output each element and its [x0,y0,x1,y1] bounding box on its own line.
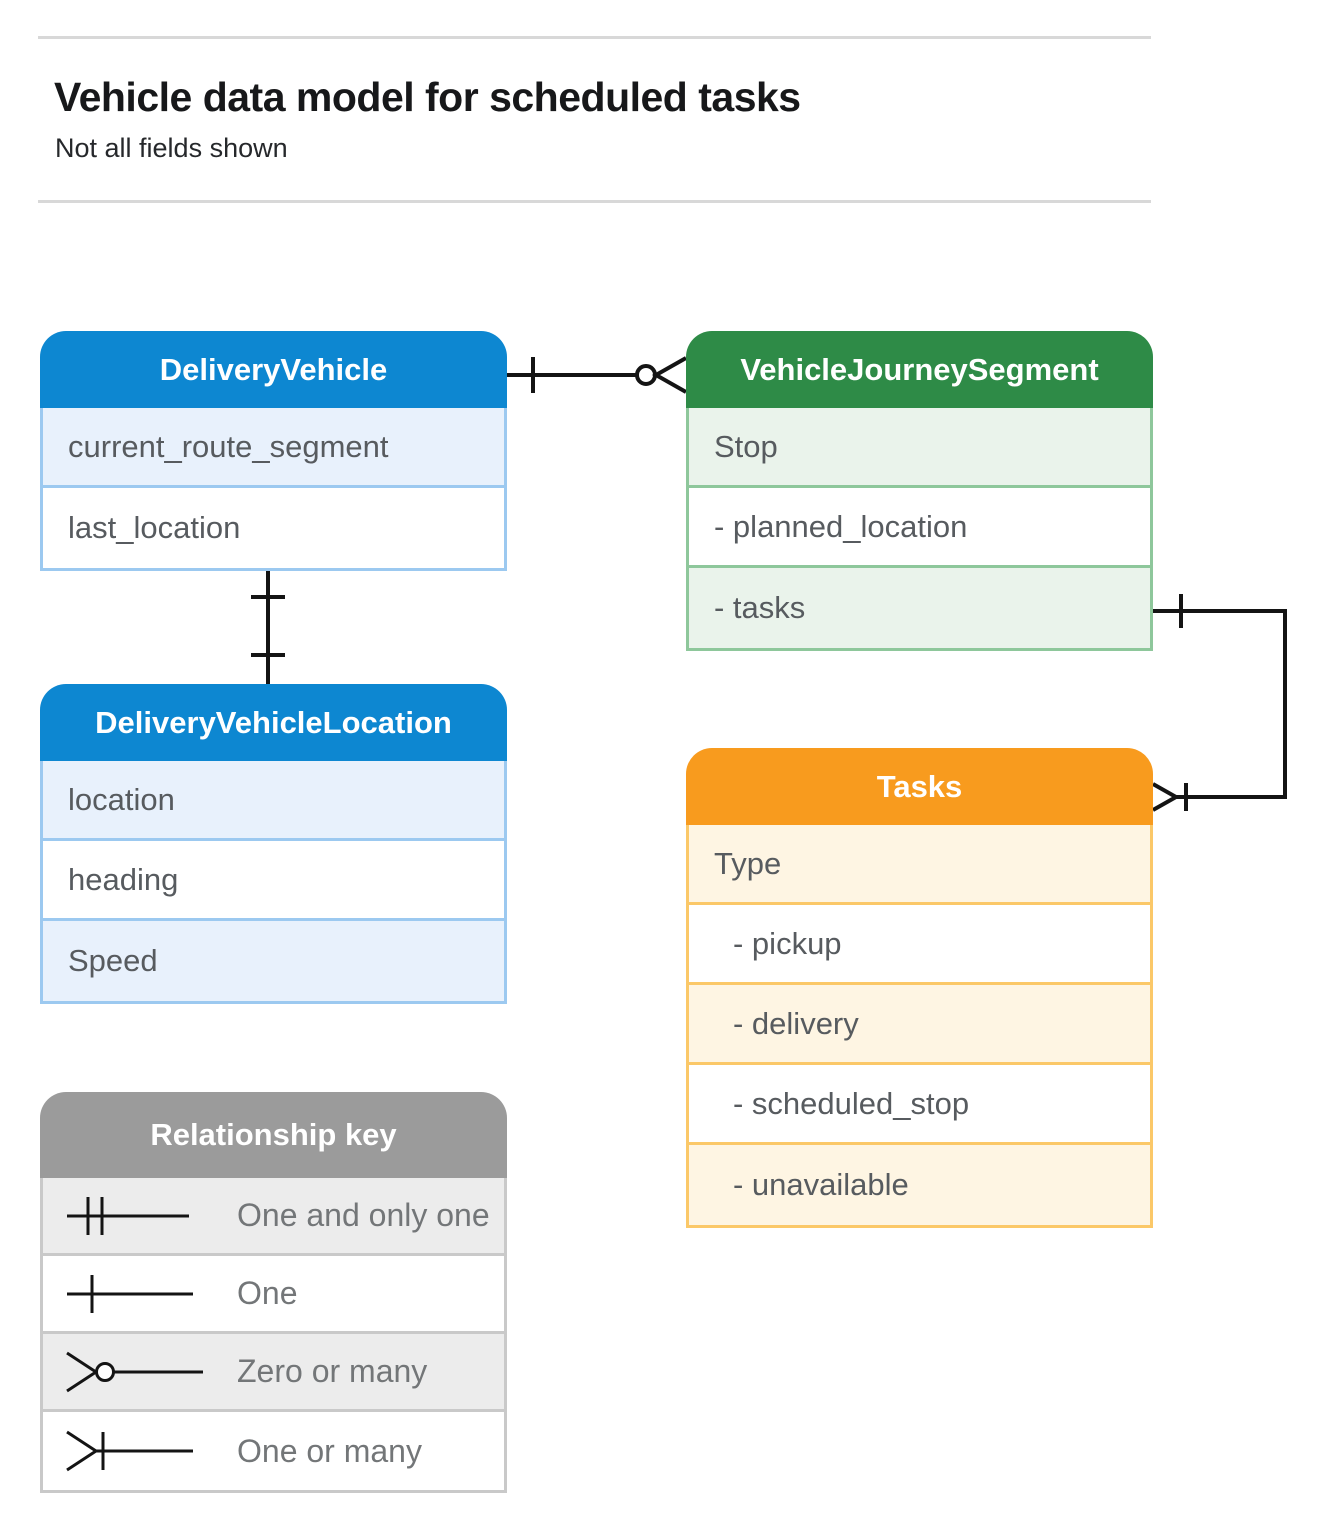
field-row: Stop [689,408,1150,488]
field-row: last_location [43,488,504,568]
relationship-key-title: Relationship key [40,1092,507,1178]
field-label: - planned_location [714,508,968,544]
one-or-many-symbol-icon [66,1430,193,1472]
entity-title: DeliveryVehicle [40,331,507,408]
field-label: last_location [68,510,241,545]
one-and-only-one-symbol-icon [67,1196,189,1235]
legend-label: One or many [237,1432,422,1469]
crow-foot-icon [651,356,687,394]
legend-row: One [43,1256,504,1334]
field-label: Type [714,845,782,881]
field-row: - unavailable [689,1145,1150,1225]
field-row: - scheduled_stop [689,1065,1150,1145]
field-row: location [43,761,504,841]
legend-label: One and only one [237,1197,490,1233]
entity-field-list: Stop - planned_location - tasks [686,408,1153,651]
relationship-key-rows: One and only one One Zero or many [40,1178,507,1493]
entity-title: VehicleJourneySegment [686,331,1153,408]
field-row: current_route_segment [43,408,504,488]
crow-foot-icon [1152,782,1181,812]
field-label: current_route_segment [68,428,389,464]
field-label: - delivery [733,1005,859,1041]
entity-title: Tasks [686,748,1153,825]
field-row: Type [689,825,1150,905]
entity-vehicle-journey-segment: VehicleJourneySegment Stop - planned_loca… [686,331,1153,651]
zero-circle-icon [635,364,657,386]
top-divider [38,36,1151,39]
legend-label: One [237,1275,298,1311]
entity-tasks: Tasks Type - pickup - delivery - scheduled_… [686,748,1153,1228]
field-row: - pickup [689,905,1150,985]
field-row: - tasks [689,568,1150,648]
field-label: heading [68,861,179,897]
connector-deliveryvehicle-to-vehiclejourneysegment [507,356,687,394]
field-label: - tasks [714,590,806,625]
field-label: location [68,781,175,817]
connector-tasks-field-to-tasks-entity [1152,594,1287,812]
field-row: - delivery [689,985,1150,1065]
entity-field-list: current_route_segment last_location [40,408,507,571]
field-label: - unavailable [733,1167,909,1202]
entity-field-list: Type - pickup - delivery - scheduled_stop - … [686,825,1153,1228]
field-row: Speed [43,921,504,1001]
page-subtitle: Not all fields shown [55,133,288,163]
field-label: - pickup [733,925,842,961]
field-label: Speed [68,943,158,978]
page-title: Vehicle data model for scheduled tasks [54,74,801,120]
legend-label: Zero or many [237,1353,428,1389]
connector-deliveryvehicle-to-deliveryvehiclelocation [251,570,285,684]
legend-row: One and only one [43,1178,504,1256]
relationship-key: Relationship key One and only one One [40,1092,507,1493]
legend-row: Zero or many [43,1334,504,1412]
field-row: - planned_location [689,488,1150,568]
field-label: - scheduled_stop [733,1085,970,1121]
field-row: heading [43,841,504,921]
zero-or-many-symbol-icon [66,1351,203,1392]
one-symbol-icon [67,1274,193,1313]
legend-row: One or many [43,1412,504,1490]
header-divider [38,200,1151,203]
entity-title: DeliveryVehicleLocation [40,684,507,761]
field-label: Stop [714,428,778,464]
